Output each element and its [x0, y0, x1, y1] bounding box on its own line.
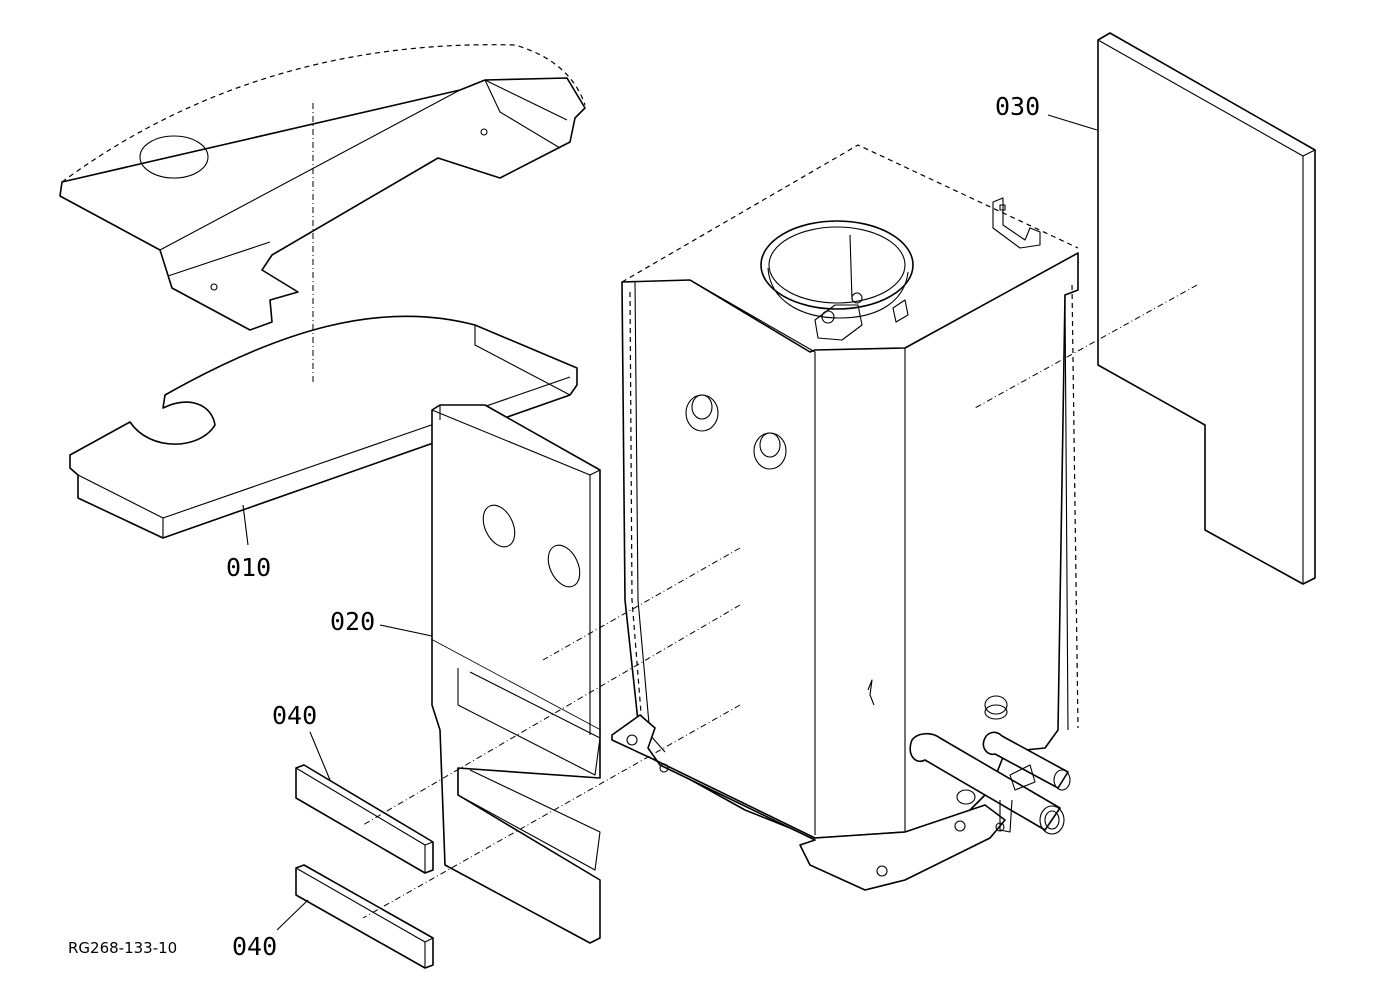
callout-010: 010: [226, 553, 272, 582]
drawing-reference-code: RG268-133-10: [68, 939, 178, 957]
part-030-rear-panel: [1097, 32, 1316, 585]
callout-040-upper: 040: [272, 701, 318, 730]
leader-lines: [242, 114, 1098, 931]
top-heat-shield: [59, 44, 586, 331]
part-040-strip-lower: [295, 864, 434, 969]
callout-020: 020: [330, 607, 376, 636]
part-020-front-panel: [431, 404, 601, 944]
callout-030: 030: [995, 92, 1041, 121]
callout-040-lower: 040: [232, 932, 278, 961]
part-040-strip-upper: [295, 764, 434, 874]
assembly-lines: [362, 284, 1198, 919]
tank-body: [611, 144, 1079, 891]
